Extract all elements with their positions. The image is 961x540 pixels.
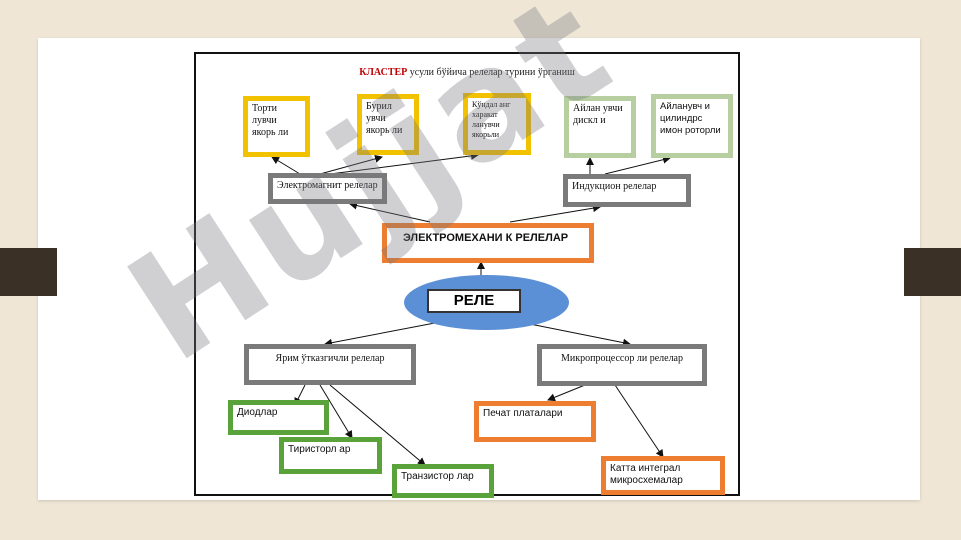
- microprocessor-relay-box: Микропроцессор ли релелар: [537, 344, 707, 386]
- thyristors-label: Тиристорл ар: [288, 444, 351, 455]
- integrated-circuits-box: Катта интеграл микросхемалар: [601, 456, 725, 495]
- top-box-cylindrical-rotor: Айланувч и цилиндрс имон роторли: [651, 94, 733, 158]
- arrow-rele-to-semi: [324, 321, 441, 347]
- top-box-4-label: Айлан увчи дискл и: [573, 103, 623, 126]
- top-box-2-label: Бурил увчи якорь ли: [366, 101, 403, 136]
- arrow-em-to-box3: [329, 151, 479, 175]
- transistors-label: Транзистор лар: [401, 471, 474, 482]
- arrow-micro-to-ic: [614, 384, 664, 458]
- diodes-box: Диодлар: [228, 400, 329, 435]
- top-box-3-label: Кўндал анг харакат ланувчи якорьли: [472, 100, 511, 139]
- diagram-title: КЛАСТЕР усули бўйича релелар турини ўрга…: [194, 67, 740, 78]
- arrow-em-to-box1: [271, 156, 301, 175]
- microprocessor-relay-label: Микропроцессор ли релелар: [560, 353, 683, 364]
- arrow-rele-to-micro: [519, 321, 631, 347]
- diodes-label: Диодлар: [237, 407, 278, 418]
- thyristors-box: Тиристорл ар: [279, 437, 382, 474]
- induction-relay-label: Индукцион релелар: [572, 181, 657, 192]
- top-box-rotating-disc: Айлан увчи дискл и: [564, 96, 636, 158]
- title-cluster-word: КЛАСТЕР: [359, 67, 408, 78]
- arrow-em-to-box2: [319, 154, 383, 175]
- electromechanical-relay-label: ЭЛЕКТРОМЕХАНИ К РЕЛЕЛАР: [403, 232, 569, 244]
- top-box-5-label: Айланувч и цилиндрс имон роторли: [660, 101, 721, 136]
- right-slide-tab: [904, 248, 961, 296]
- electromagnetic-relay-box: Электромагнит релелар: [268, 173, 387, 204]
- semiconductor-relay-label: Ярим ўтказгичли релелар: [275, 353, 385, 364]
- arrow-ind-to-box5: [604, 155, 671, 175]
- printed-boards-box: Печат платалари: [474, 401, 596, 442]
- rele-root-label: РЕЛЕ: [453, 292, 495, 309]
- top-box-1-label: Торти лувчи якорь ли: [252, 103, 289, 138]
- arrow-electro-to-em: [349, 201, 431, 223]
- rele-root-box: РЕЛЕ: [427, 289, 521, 313]
- arrow-semi-to-thyristors: [319, 384, 353, 439]
- transistors-box: Транзистор лар: [392, 464, 494, 498]
- arrow-micro-to-pcb: [547, 384, 586, 402]
- left-slide-tab: [0, 248, 57, 296]
- electromechanical-relay-box: ЭЛЕКТРОМЕХАНИ К РЕЛЕЛАР: [382, 223, 594, 263]
- top-box-pulling-armature: Торти лувчи якорь ли: [243, 96, 310, 157]
- semiconductor-relay-box: Ярим ўтказгичли релелар: [244, 344, 416, 385]
- arrow-semi-to-transistors: [329, 384, 426, 466]
- electromagnetic-relay-label: Электромагнит релелар: [277, 180, 378, 191]
- top-box-rotating-armature: Бурил увчи якорь ли: [357, 94, 419, 155]
- integrated-circuits-label: Катта интеграл микросхемалар: [610, 463, 683, 486]
- top-box-transverse-armature: Кўндал анг харакат ланувчи якорьли: [463, 93, 531, 155]
- arrow-electro-to-ind: [509, 204, 601, 223]
- induction-relay-box: Индукцион релелар: [563, 174, 691, 207]
- title-rest: усули бўйича релелар турини ўрганиш: [407, 67, 575, 78]
- printed-boards-label: Печат платалари: [483, 408, 563, 419]
